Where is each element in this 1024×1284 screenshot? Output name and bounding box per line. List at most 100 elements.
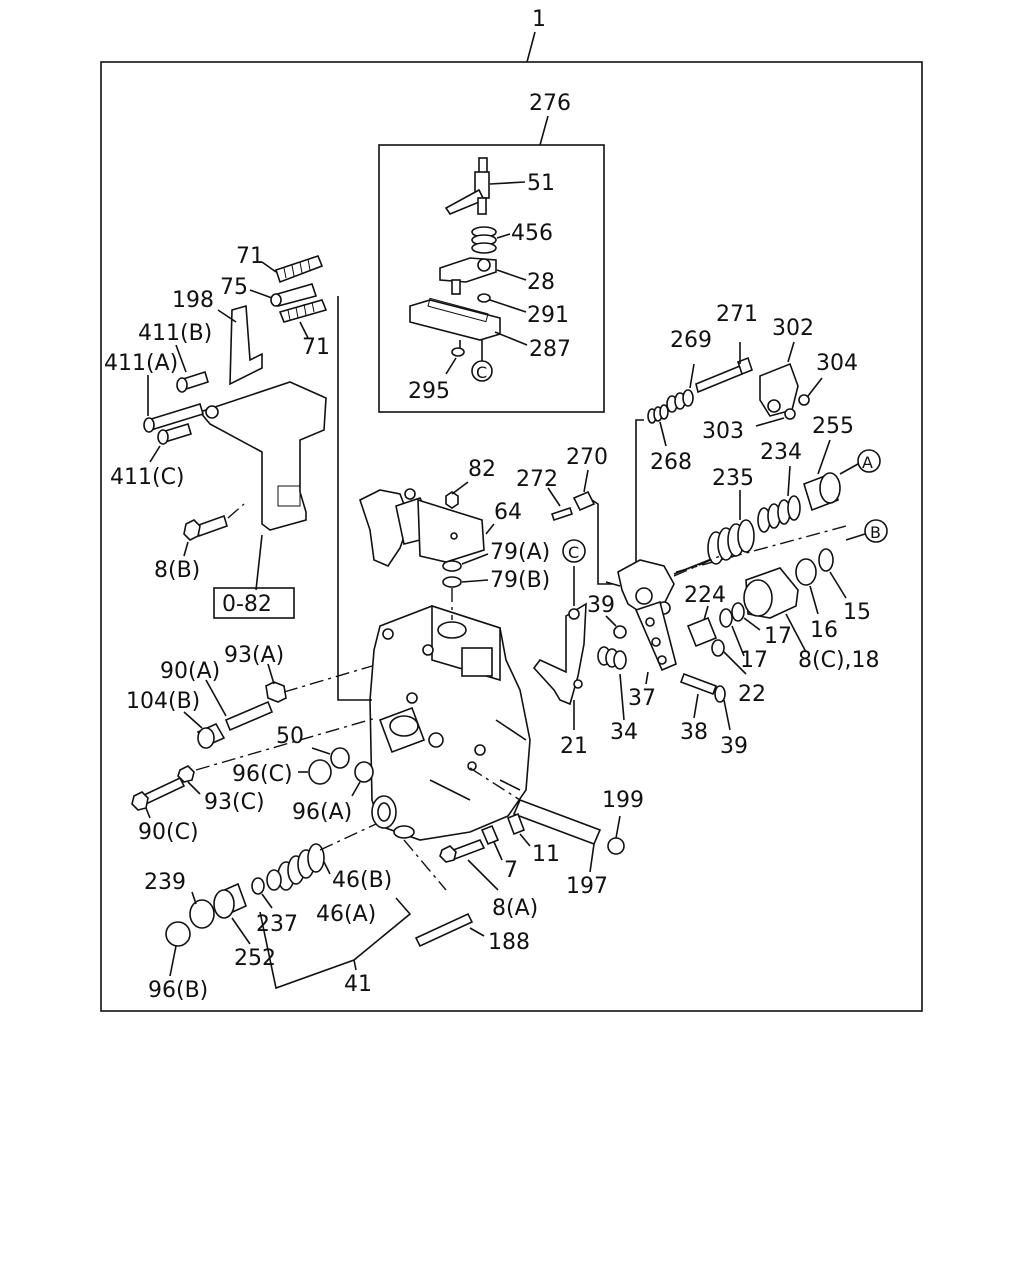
callout-295: 295 [408, 379, 450, 404]
part-82-nut [445, 481, 469, 509]
line-from-bracket-to-housing [337, 296, 372, 701]
callout-22: 22 [738, 682, 766, 707]
part-237-washer [251, 877, 273, 909]
marker-b [845, 519, 888, 543]
part-8c-18-housing [675, 525, 847, 653]
callout-64: 64 [494, 500, 522, 525]
callout-104b: 104(B) [126, 689, 200, 714]
callout-71-lower: 71 [302, 335, 330, 360]
part-90a-bolt [205, 665, 373, 732]
callout-411c: 411(C) [110, 465, 185, 490]
part-271-screw [695, 342, 753, 394]
callout-90c: 90(C) [138, 820, 199, 845]
callout-303: 303 [702, 419, 744, 444]
part-7-stud [480, 824, 503, 861]
marker-c-inner [471, 340, 493, 382]
callout-199: 199 [602, 788, 644, 813]
part-269-spring [666, 363, 695, 413]
part-79-washers [442, 553, 489, 620]
marker-c-outer [562, 539, 586, 563]
callout-224: 224 [684, 583, 726, 608]
part-64-cover [359, 488, 495, 567]
part-15-circlip [818, 548, 847, 599]
callout-271: 271 [716, 302, 758, 327]
part-71-spring-lower [278, 299, 328, 339]
part-39-nut-lower [714, 685, 731, 731]
callout-38: 38 [680, 720, 708, 745]
part-93c-nut [177, 717, 377, 795]
leader-1 [526, 31, 536, 63]
part-51-lever [444, 157, 526, 215]
ref-box-0-82 [213, 587, 295, 619]
callout-82: 82 [468, 457, 496, 482]
callout-197: 197 [566, 874, 608, 899]
callout-269: 269 [670, 328, 712, 353]
callout-46a: 46(A) [316, 902, 376, 927]
assembly-frame [100, 61, 923, 1012]
callout-21: 21 [560, 734, 588, 759]
callout-93c: 93(C) [204, 790, 265, 815]
callout-270: 270 [566, 445, 608, 470]
part-255-plug [673, 439, 841, 577]
callout-34: 34 [610, 720, 638, 745]
part-22-bushing [711, 639, 747, 675]
part-71-spring-upper [261, 255, 324, 284]
part-0-82-bracket [198, 381, 327, 591]
callout-1: 1 [532, 7, 546, 32]
part-8b-bolt [183, 503, 245, 557]
callout-28: 28 [527, 270, 555, 295]
callout-272: 272 [516, 467, 558, 492]
callout-0-82: 0-82 [222, 592, 272, 617]
callout-41: 41 [344, 972, 372, 997]
callout-96a: 96(A) [292, 800, 352, 825]
callout-8a: 8(A) [492, 896, 538, 921]
callout-237: 237 [256, 912, 298, 937]
callout-90a: 90(A) [160, 659, 220, 684]
part-46a-spacer [266, 823, 377, 891]
pump-housing [369, 604, 531, 841]
callout-17-upper: 17 [764, 624, 792, 649]
part-11-bolt [506, 812, 531, 847]
callout-304: 304 [816, 351, 858, 376]
part-28-plate [439, 257, 527, 295]
callout-39-lower: 39 [720, 734, 748, 759]
part-411-bolts [143, 344, 209, 463]
callout-291: 291 [527, 303, 569, 328]
part-198-bracket [217, 304, 263, 386]
callout-8c-18: 8(C),18 [798, 648, 880, 673]
part-302-cap [759, 341, 799, 417]
callout-51: 51 [527, 171, 555, 196]
part-270-sleeve [572, 469, 612, 585]
part-234-spring [757, 465, 801, 533]
callout-287: 287 [529, 337, 571, 362]
callout-456: 456 [511, 221, 553, 246]
part-75-pin [249, 283, 318, 307]
callout-96b: 96(B) [148, 978, 208, 1003]
marker-letter-c-inner: C [476, 363, 487, 382]
part-96c-cap [298, 759, 332, 785]
part-224-block [686, 605, 718, 648]
callout-75: 75 [220, 275, 248, 300]
callout-39-upper: 39 [587, 593, 615, 618]
callout-411b: 411(B) [138, 321, 212, 346]
callout-302: 302 [772, 316, 814, 341]
part-17-seals [719, 602, 761, 657]
part-104b-cap [183, 711, 226, 749]
callout-198: 198 [172, 288, 214, 313]
callout-79b: 79(B) [490, 568, 550, 593]
callout-16: 16 [810, 618, 838, 643]
part-268-spring [635, 404, 669, 580]
part-96b-cap [165, 921, 191, 977]
callout-239: 239 [144, 870, 186, 895]
marker-letter-a: A [862, 453, 873, 472]
part-235-spring [707, 490, 755, 565]
part-96a-cap [351, 761, 374, 797]
callout-11: 11 [532, 842, 560, 867]
part-188-stud [403, 839, 485, 948]
callout-268: 268 [650, 450, 692, 475]
callout-276: 276 [529, 91, 571, 116]
callout-8b: 8(B) [154, 558, 200, 583]
callout-46b: 46(B) [332, 868, 392, 893]
